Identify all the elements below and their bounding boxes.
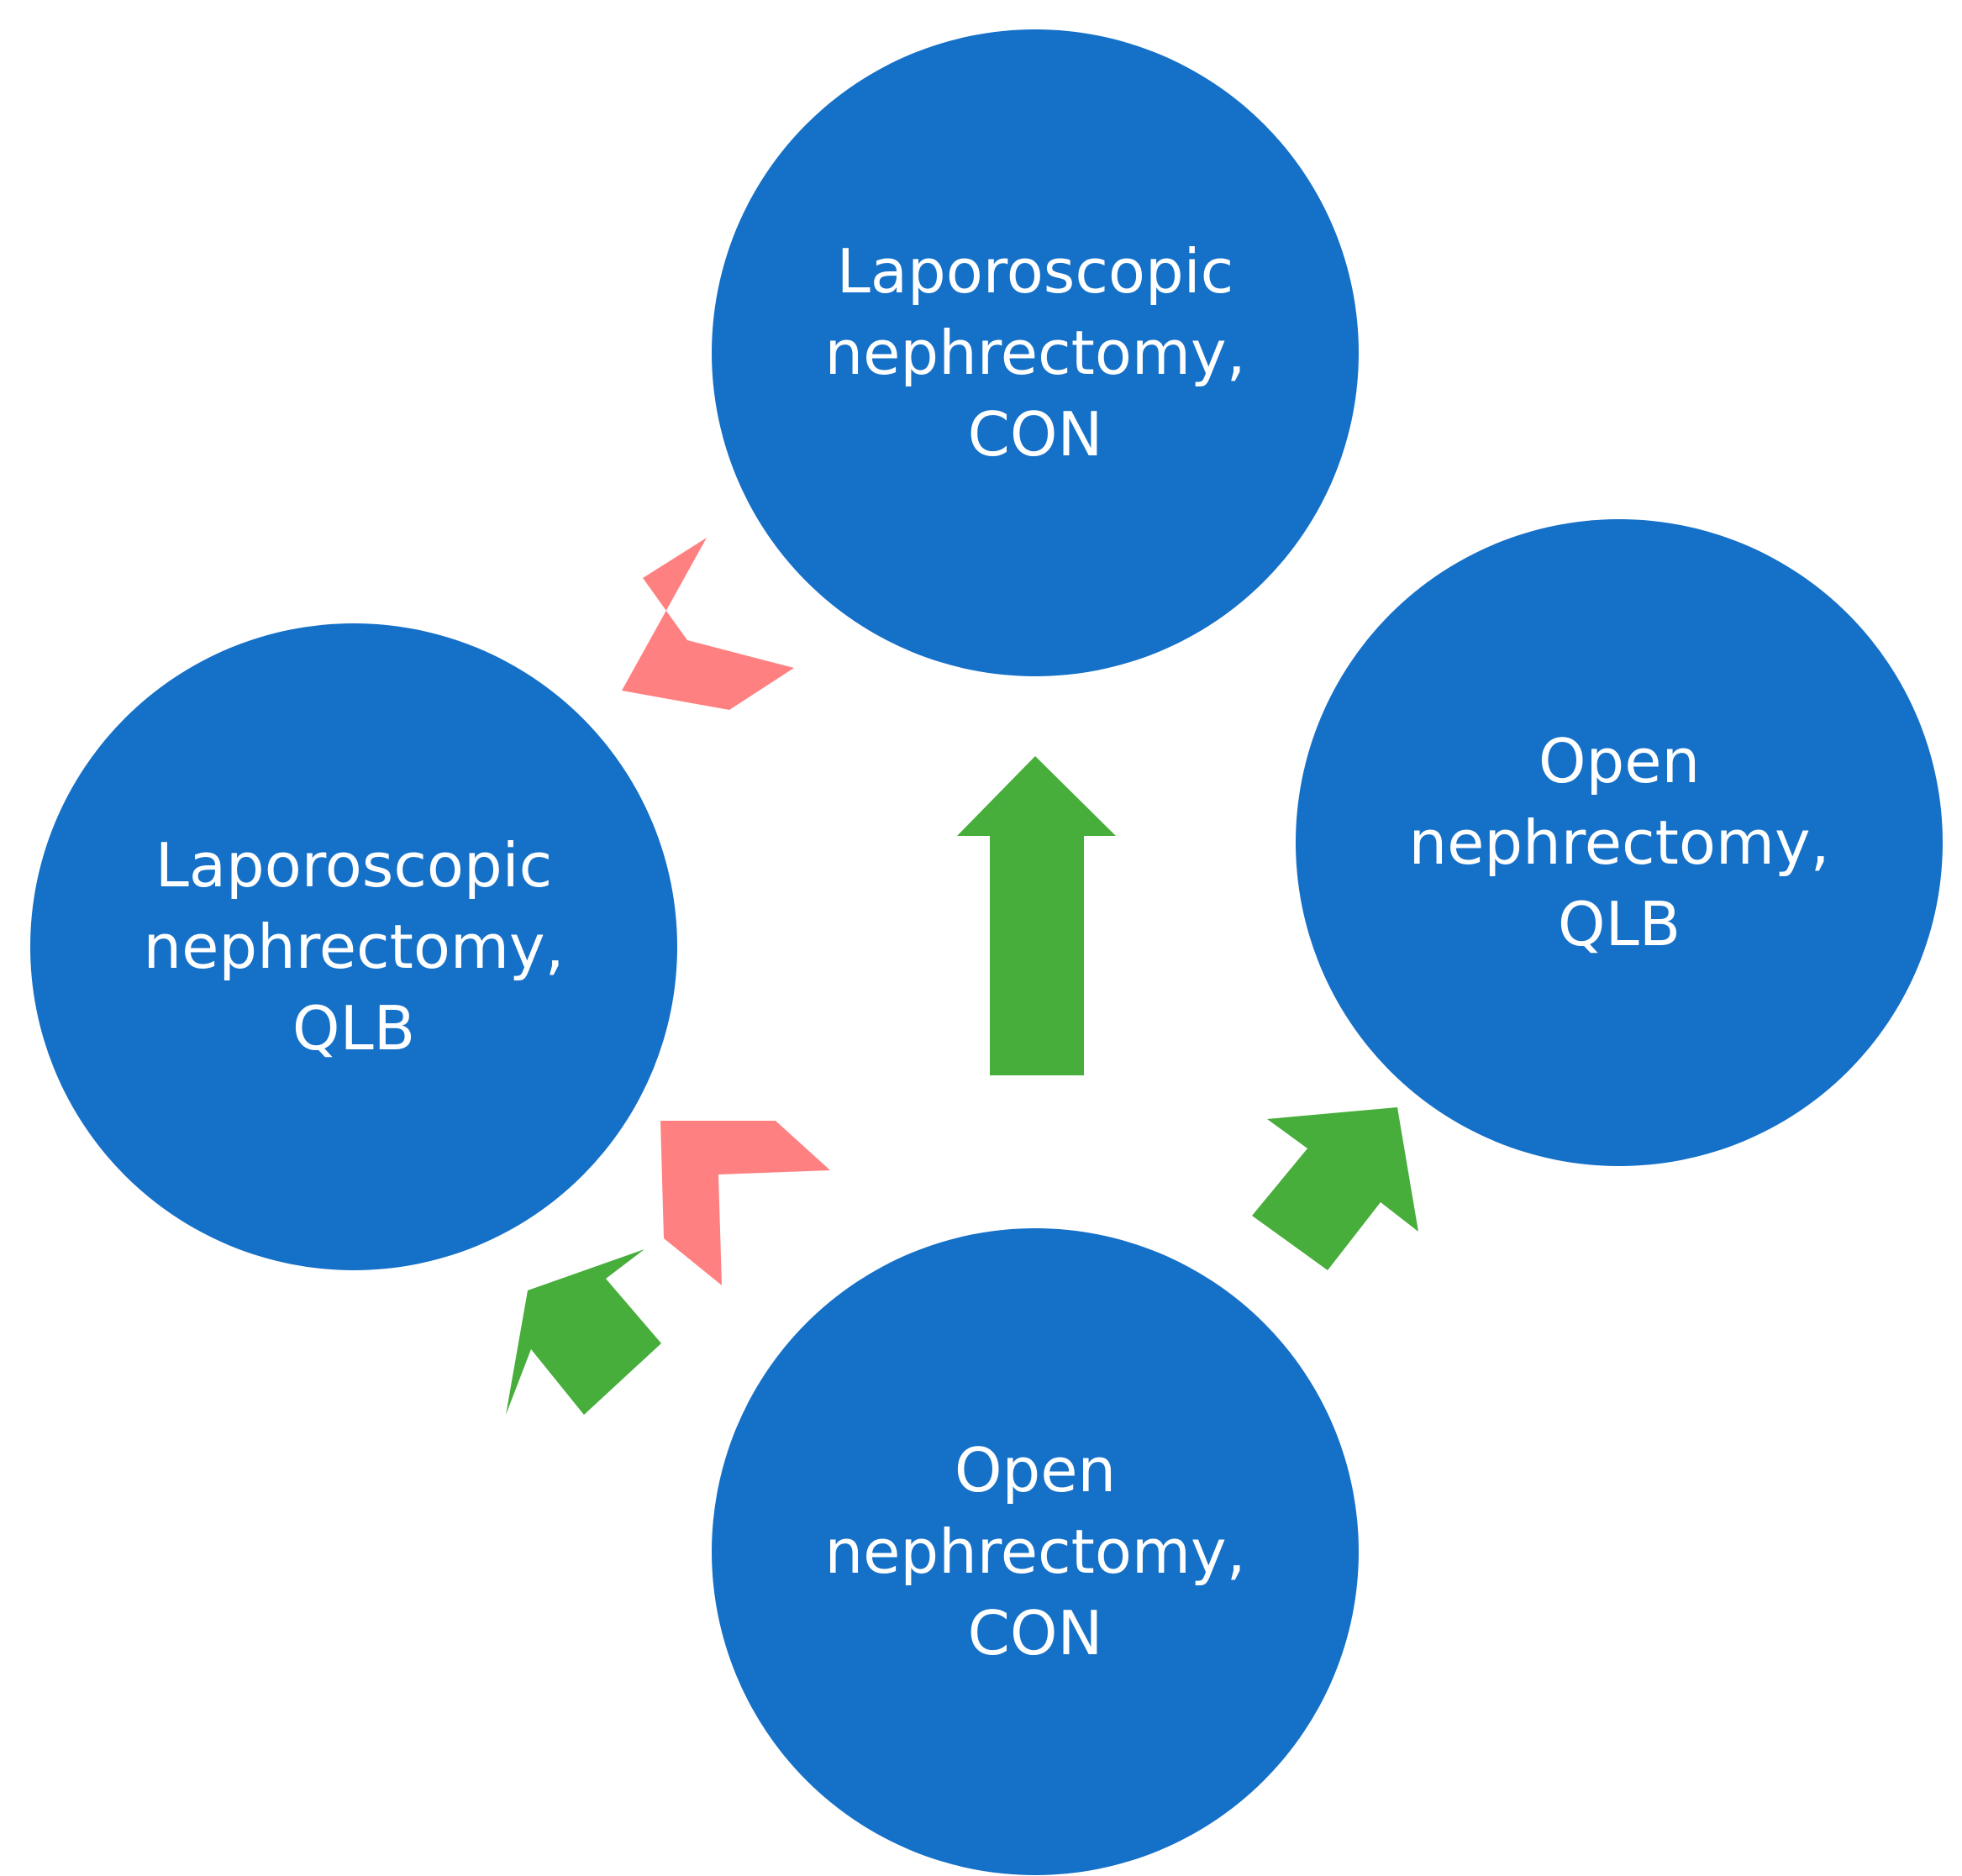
node-laparoscopic-con: Laporoscopic nephrectomy, CON [712,29,1359,676]
node-open-con: Open nephrectomy, CON [712,1228,1359,1875]
green-up-arrow [957,756,1116,1075]
node-open-qlb: Open nephrectomy, QLB [1296,519,1943,1166]
node-open-con-label: Open nephrectomy, CON [824,1434,1246,1668]
green-open-qlb-arrow [1252,1107,1418,1270]
green-lap-qlb-arrow [506,1249,661,1415]
node-laparoscopic-qlb-label: Laporoscopic nephrectomy, QLB [143,829,565,1064]
node-laparoscopic-qlb: Laporoscopic nephrectomy, QLB [30,623,677,1270]
red-chevron-bottom [660,1121,830,1285]
red-chevron-top [622,538,794,710]
node-open-qlb-label: Open nephrectomy, QLB [1408,725,1830,959]
node-laparoscopic-con-label: Laporoscopic nephrectomy, CON [824,235,1246,470]
